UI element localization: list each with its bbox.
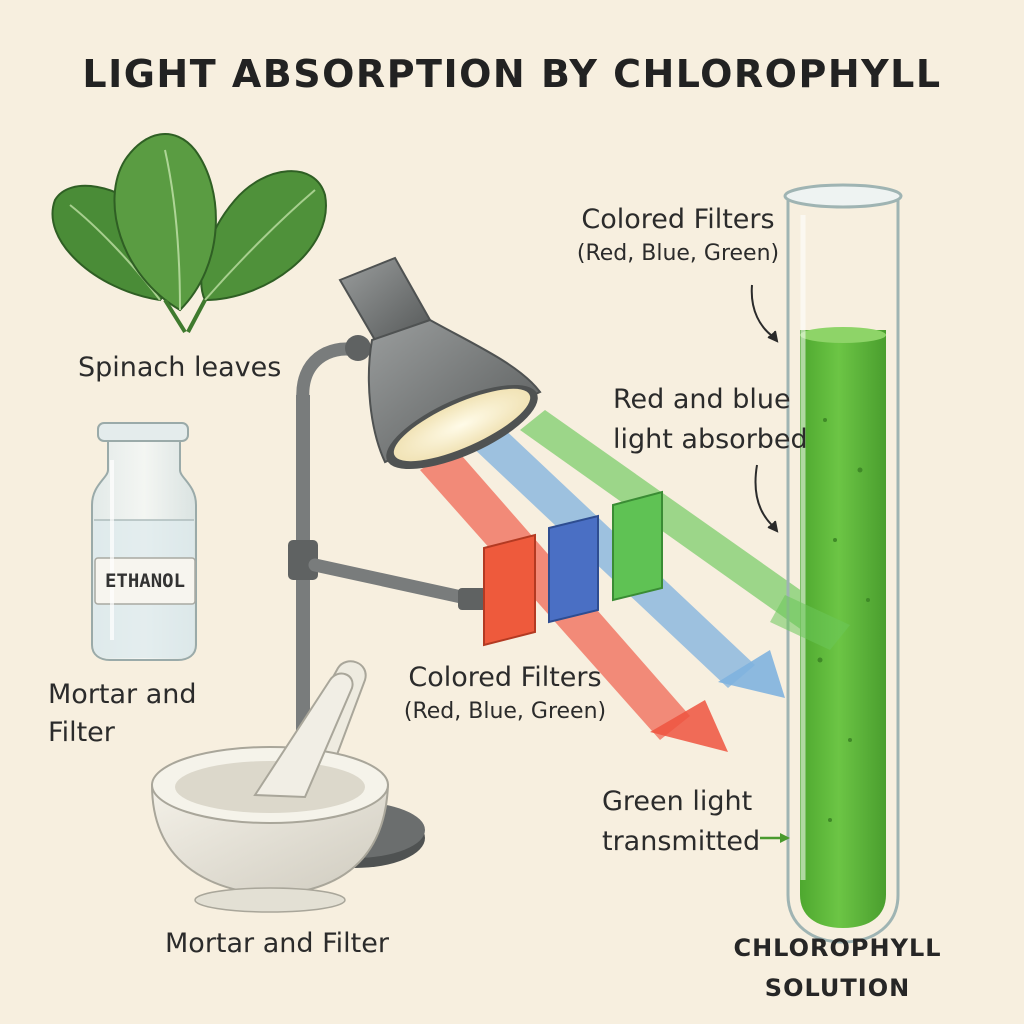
green-light-beam: [520, 410, 850, 650]
filters-top-label-line1: Colored Filters: [581, 204, 775, 235]
transmitted-label: Green light transmitted: [602, 782, 760, 862]
absorbed-label-line2: light absorbed: [613, 424, 808, 455]
filters-middle-label: Colored Filters (Red, Blue, Green): [400, 662, 610, 724]
solution-label-line1: CHLOROPHYLL: [733, 934, 942, 962]
transmitted-arrow: [760, 833, 790, 843]
absorbed-pointer-arrow: [754, 464, 776, 529]
filters-top-label-line2: (Red, Blue, Green): [576, 241, 780, 266]
mortar-bottom-label: Mortar and Filter: [165, 928, 389, 959]
ethanol-bottle-icon: [91, 422, 197, 661]
transmitted-label-line2: transmitted: [602, 826, 761, 857]
mortar-left-label-line1: Mortar and: [48, 679, 197, 710]
spinach-leaves-icon: [51, 133, 327, 334]
filters-middle-label-line1: Colored Filters: [408, 662, 602, 693]
page-title: LIGHT ABSORPTION BY CHLOROPHYLL: [82, 52, 942, 96]
mortar-left-label-line2: Filter: [48, 717, 115, 748]
filters-top-label: Colored Filters (Red, Blue, Green): [570, 204, 786, 266]
transmitted-label-line1: Green light: [602, 786, 753, 817]
mortar-and-pestle-icon: [150, 660, 390, 913]
ethanol-label: ETHANOL: [104, 570, 186, 592]
filters-pointer-arrow: [750, 284, 776, 339]
solution-label: CHLOROPHYLL SOLUTION: [715, 928, 960, 1008]
absorbed-label-line1: Red and blue: [613, 384, 791, 415]
spinach-label: Spinach leaves: [78, 352, 282, 383]
filters-middle-label-line2: (Red, Blue, Green): [403, 699, 607, 724]
absorbed-label: Red and blue light absorbed: [613, 380, 808, 460]
green-beam-end: [770, 595, 850, 650]
test-tube-icon: [783, 183, 903, 944]
solution-label-line2: SOLUTION: [764, 974, 911, 1002]
mortar-left-label: Mortar and Filter: [48, 676, 197, 752]
colored-filters: [483, 490, 663, 647]
pointer-arrows: [750, 284, 779, 533]
